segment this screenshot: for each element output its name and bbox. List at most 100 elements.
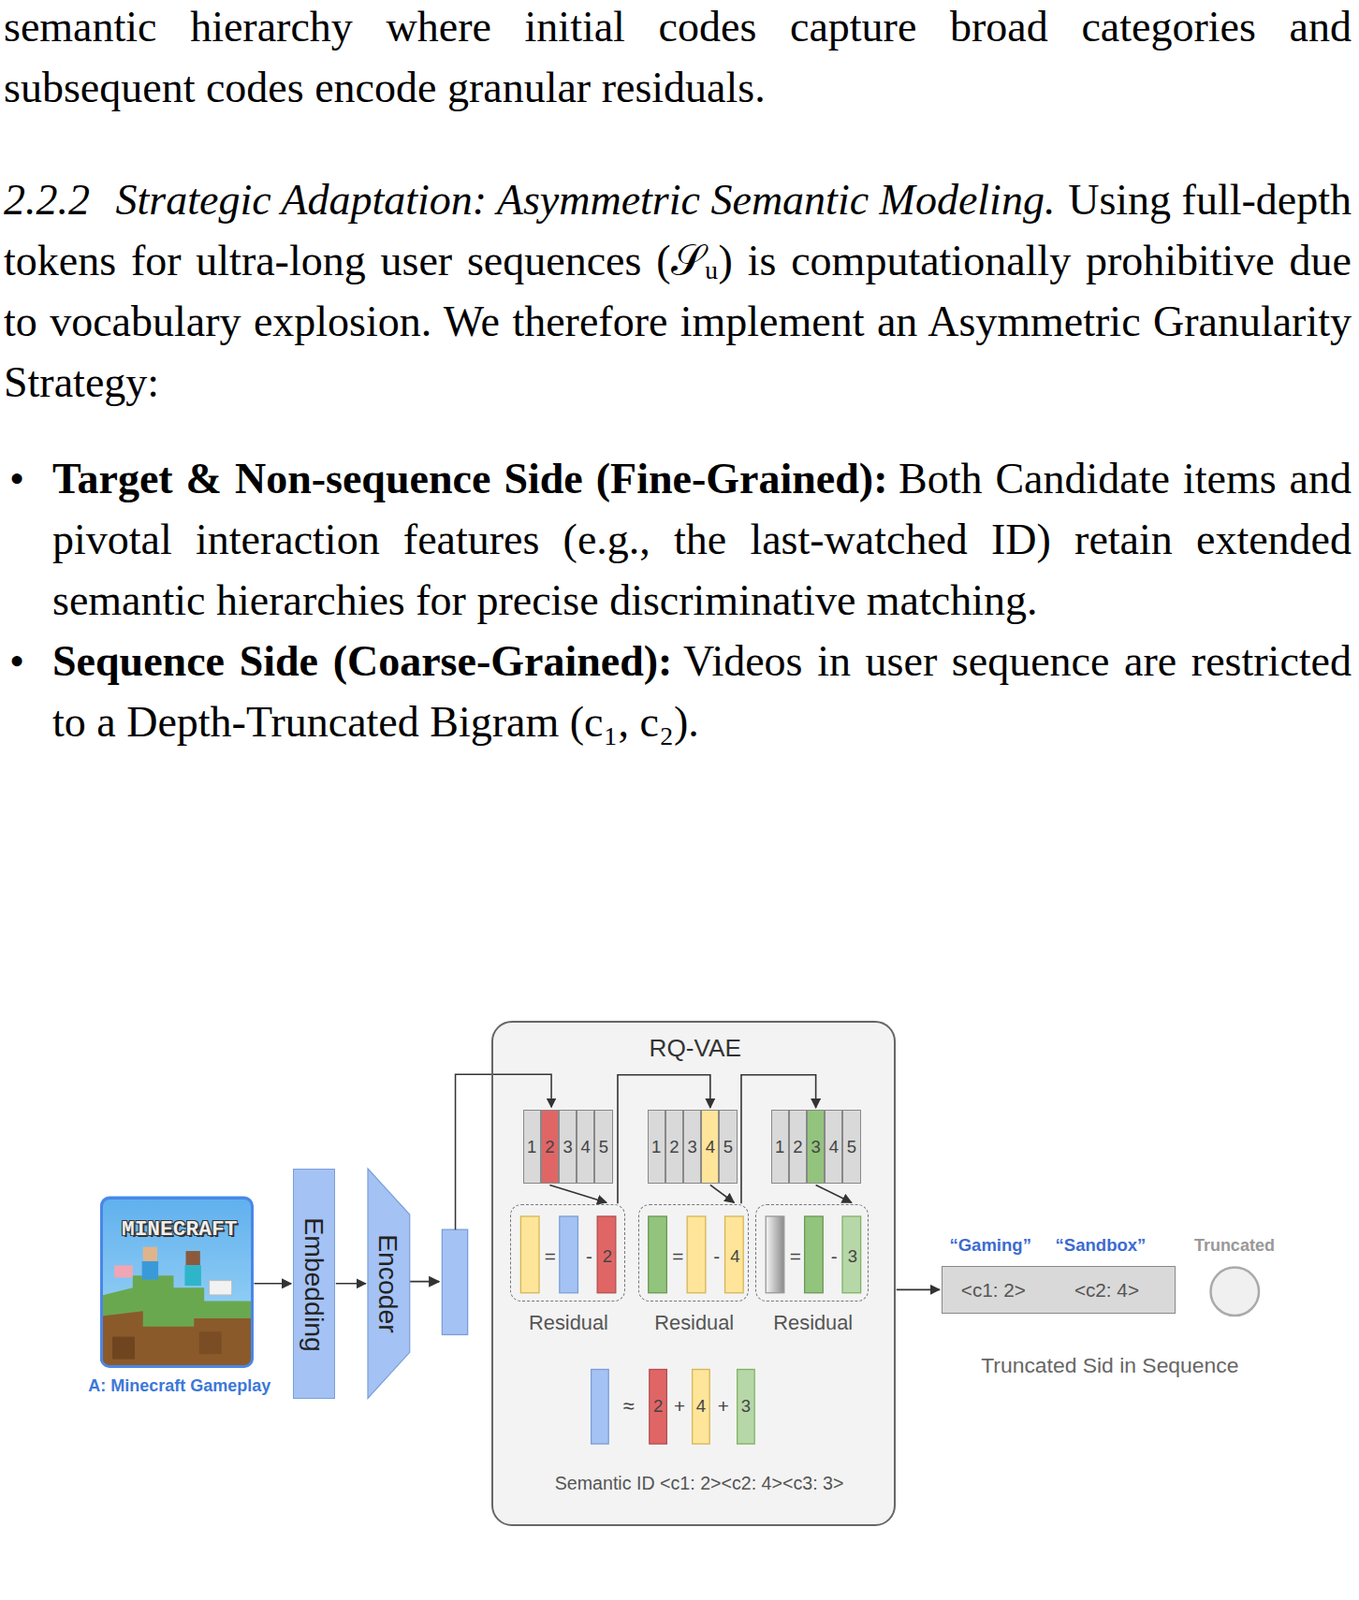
bullet-heading: Sequence Side (Coarse-Grained): (52, 637, 673, 686)
bar (725, 1216, 745, 1294)
bar (591, 1370, 610, 1446)
character-head (186, 1251, 201, 1266)
paragraph: • Target & Non-sequence Side (Fine-Graine… (3, 448, 1352, 631)
bullet: • (9, 630, 25, 692)
operator: - (713, 1246, 720, 1267)
paragraph: •Sequence Side (Coarse-Grained):Videos i… (3, 630, 1352, 753)
bar (559, 1216, 579, 1294)
panel-title: RQ-VAE (649, 1036, 742, 1061)
operator: = (672, 1246, 684, 1267)
operator: - (831, 1246, 838, 1267)
connector-arrow (741, 1075, 817, 1205)
dirt-block (199, 1331, 222, 1355)
sum-bars (591, 1370, 756, 1446)
bullet: • (9, 448, 25, 510)
code-index: 5 (723, 1138, 733, 1156)
dirt-block (112, 1337, 135, 1360)
pig (114, 1265, 133, 1278)
code-value: 3 (741, 1398, 751, 1417)
operator: + (673, 1397, 686, 1418)
bar (686, 1216, 706, 1294)
category-label: “Sandbox” (1055, 1237, 1147, 1256)
encoder-block: Encoder (367, 1169, 410, 1399)
code-index: 2 (544, 1138, 555, 1156)
latent-arrow (455, 1074, 553, 1230)
character-body (184, 1265, 201, 1286)
code-index: 1 (526, 1138, 537, 1156)
code-value: 4 (730, 1248, 740, 1267)
operator: ≈ (623, 1396, 635, 1418)
layer-label: Embedding (301, 1217, 328, 1352)
connector-arrow (336, 1283, 366, 1286)
operator: = (789, 1246, 802, 1267)
code-index: 5 (847, 1138, 857, 1156)
figure-note: Truncated Sid in Sequence (980, 1354, 1239, 1376)
encoder-trapezoid (367, 1169, 410, 1399)
code-index: 1 (651, 1138, 661, 1156)
connector-arrow (254, 1283, 293, 1286)
encoder-arrow (409, 1281, 439, 1284)
bar (692, 1370, 711, 1446)
rqvae-panel: 123451234512345=-2Residual=-4Residual=-3… (491, 1021, 896, 1527)
residual-box: =-2Residual (510, 1204, 625, 1302)
code-index: 4 (829, 1138, 839, 1156)
sky (100, 1196, 254, 1368)
embedding-layer: Embedding (292, 1169, 336, 1399)
section-heading: Strategic Adaptation: Asymmetric Semanti… (116, 175, 1056, 224)
operator: - (585, 1246, 593, 1267)
semantic-id-text: Semantic ID <c1: 2><c2: 4><c3: 3> (555, 1475, 845, 1494)
residual-label: Residual (528, 1313, 609, 1334)
semantic-id-box: <c1: 2> <c2: 4> (941, 1266, 1176, 1315)
section-number: 2.2.2 (3, 175, 90, 224)
code-index: 3 (562, 1138, 572, 1156)
sid-token: <c2: 4> (1074, 1281, 1140, 1301)
connector-arrow (896, 1289, 940, 1292)
bar (737, 1370, 756, 1446)
truncated-label: Truncated (1194, 1237, 1275, 1255)
code-index: 1 (774, 1138, 785, 1156)
code-index: 2 (669, 1138, 679, 1156)
bar (597, 1216, 616, 1294)
codebook: 12345 (523, 1110, 614, 1185)
residual-box: =-3Residual (755, 1204, 869, 1302)
connector-arrow (617, 1075, 711, 1205)
character-body (142, 1261, 159, 1281)
grass (100, 1275, 254, 1368)
circle-outline (1210, 1267, 1259, 1316)
residual-bars (520, 1216, 861, 1294)
body-text: semantic hierarchy where initial codes c… (3, 2, 1352, 112)
code-value: 4 (696, 1398, 706, 1417)
bar (765, 1216, 785, 1294)
residual-label: Residual (773, 1313, 853, 1334)
image-caption: A: Minecraft Gameplay (87, 1377, 271, 1395)
connector-arrow (710, 1184, 735, 1203)
code-index: 4 (581, 1138, 591, 1156)
sid-token: <c1: 2> (961, 1281, 1026, 1301)
code-index: 5 (599, 1138, 609, 1156)
truncated-circle: Truncated (1209, 1266, 1261, 1318)
bar (649, 1370, 668, 1446)
paragraph: semantic hierarchy where initial codes c… (3, 0, 1352, 118)
code-index: 4 (705, 1138, 716, 1156)
bar (520, 1216, 540, 1294)
bar (648, 1216, 668, 1294)
layer-label: Encoder (375, 1234, 402, 1334)
code-value: 2 (653, 1398, 663, 1417)
codebook: 12345 (647, 1110, 738, 1185)
sheep (209, 1281, 233, 1296)
logo-text: MINECRAFT (121, 1219, 238, 1242)
latent-vector (441, 1229, 468, 1335)
residual-box: =-4Residual (638, 1204, 749, 1302)
paragraph: 2.2.2 Strategic Adaptation: Asymmetric Se… (3, 169, 1352, 413)
operator: = (544, 1246, 556, 1267)
code-index: 2 (792, 1138, 803, 1156)
bar (842, 1216, 862, 1294)
code-index: 3 (810, 1138, 820, 1156)
connector-arrow (816, 1184, 852, 1203)
bullet-heading: Target & Non-sequence Side (Fine-Grained… (52, 454, 888, 503)
residual-label: Residual (654, 1313, 734, 1334)
code-index: 3 (686, 1138, 697, 1156)
bar (804, 1216, 824, 1294)
